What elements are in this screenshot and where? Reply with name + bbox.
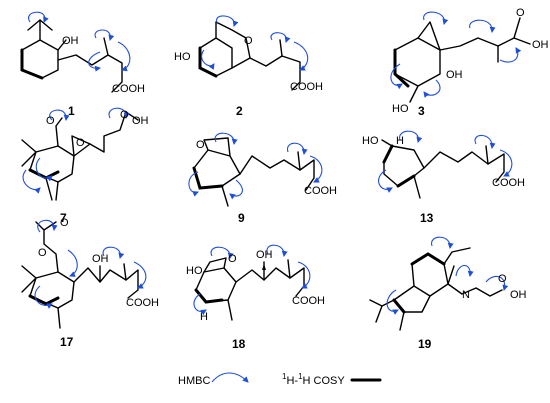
label-ho: HO <box>362 135 379 147</box>
structure-compound-1: OH COOH 1 <box>20 11 145 118</box>
label-ho: HO <box>174 51 191 63</box>
label-oh: OH <box>532 39 549 51</box>
label-cooh: COOH <box>304 185 337 197</box>
label-o: O <box>38 247 47 259</box>
compound-number: 3 <box>418 104 425 118</box>
label-oh: OH <box>256 249 273 261</box>
label-o: O <box>120 109 129 121</box>
structure-compound-17: O O OH COOH 17 <box>21 217 159 349</box>
label-cooh: COOH <box>292 295 325 307</box>
hmbc-arrow-icon <box>211 372 249 383</box>
compound-number: 9 <box>238 211 245 225</box>
label-o: O <box>76 137 85 149</box>
label-h: H <box>396 135 404 147</box>
label-oh: OH <box>62 35 79 47</box>
label-ho: HO <box>392 103 409 115</box>
structure-compound-9: O COOH 9 <box>188 132 337 225</box>
compound-number: 2 <box>236 104 243 118</box>
label-o: O <box>46 115 55 127</box>
compound-number: 13 <box>420 211 434 225</box>
label-o: O <box>498 273 507 285</box>
label-oh: OH <box>92 253 109 265</box>
legend: HMBC 1H-1H COSY <box>178 372 382 387</box>
label-h: H <box>200 311 208 323</box>
label-cooh: COOH <box>112 83 145 95</box>
label-o: O <box>196 139 205 151</box>
label-o: O <box>516 7 525 19</box>
compound-number: 19 <box>418 337 432 351</box>
legend-cosy-label: 1H-1H COSY <box>282 372 345 387</box>
label-cooh: COOH <box>492 177 525 189</box>
compound-number: 1 <box>68 104 75 118</box>
structure-compound-18: HO O OH H COOH 18 <box>186 244 325 351</box>
label-o: O <box>60 217 69 229</box>
label-cooh: COOH <box>290 81 323 93</box>
structure-compound-13: HO H COOH 13 <box>362 130 525 225</box>
label-oh: OH <box>510 289 527 301</box>
structure-compound-2: HO O COOH 2 <box>174 15 323 118</box>
structure-compound-3: O OH OH HO 3 <box>390 7 549 118</box>
structure-compound-19: N O OH 19 <box>369 236 527 351</box>
label-oh: OH <box>446 69 463 81</box>
label-cooh: COOH <box>126 297 159 309</box>
label-o: O <box>244 35 253 47</box>
compound-number: 7 <box>60 211 67 225</box>
label-oh: OH <box>132 115 149 127</box>
legend-hmbc-label: HMBC <box>178 375 210 387</box>
label-n: N <box>462 289 470 301</box>
label-ho: HO <box>186 265 203 277</box>
label-o: O <box>228 253 237 265</box>
compound-number: 17 <box>60 335 74 349</box>
structure-compound-7: O O OH O 7 <box>21 107 149 225</box>
compound-number: 18 <box>232 337 246 351</box>
